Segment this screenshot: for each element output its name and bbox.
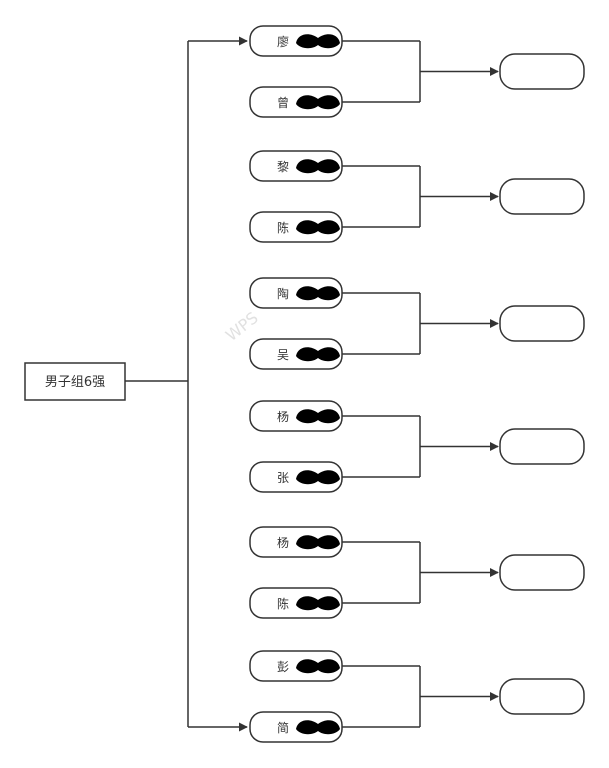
trunk-connector [125,36,248,732]
mustache-icon [296,720,340,735]
player-bottom: 吴 [249,338,343,370]
player-top: 廖 [249,25,343,57]
mustache-icon [296,470,340,485]
player-name: 张 [277,471,289,485]
player-bottom: 简 [249,711,343,743]
player-name: 陈 [277,596,289,611]
match-pair: 陶吴 [249,277,585,370]
winner-box [499,428,585,465]
player-top: 陶 [249,277,343,309]
mustache-icon [296,659,340,674]
player-top: 黎 [249,150,343,182]
player-bottom: 陈 [249,587,343,619]
winner-box [499,53,585,90]
mustache-icon [296,286,340,301]
player-top: 杨 [249,400,343,432]
mustache-icon [296,220,340,235]
match-pair: 廖曾 [249,25,585,118]
player-bottom: 曾 [249,86,343,118]
mustache-icon [296,159,340,174]
player-name: 黎 [277,160,289,174]
player-top: 彭 [249,650,343,682]
winner-box [499,678,585,715]
mustache-icon [296,347,340,362]
player-name: 杨 [277,535,289,550]
mustache-icon [296,34,340,49]
player-name: 陶 [277,286,289,301]
match-pair: 黎陈 [249,150,585,243]
player-bottom: 陈 [249,211,343,243]
player-name: 杨 [277,409,289,424]
match-pair: 杨张 [249,400,585,493]
mustache-icon [296,596,340,611]
mustache-icon [296,409,340,424]
player-name: 廖 [277,34,289,49]
mustache-icon [296,95,340,110]
match-pair: 彭简 [249,650,585,743]
player-name: 彭 [277,660,289,674]
player-name: 陈 [277,220,289,235]
player-bottom: 张 [249,461,343,493]
player-name: 简 [277,721,289,735]
player-name: 曾 [277,96,289,110]
mustache-icon [296,535,340,550]
winner-box [499,178,585,215]
winner-box [499,554,585,591]
root-node: 男子组6强 [24,362,126,401]
player-name: 吴 [277,348,289,362]
player-top: 杨 [249,526,343,558]
winner-box [499,305,585,342]
root-label: 男子组6强 [45,375,105,390]
match-pair: 杨陈 [249,526,585,619]
